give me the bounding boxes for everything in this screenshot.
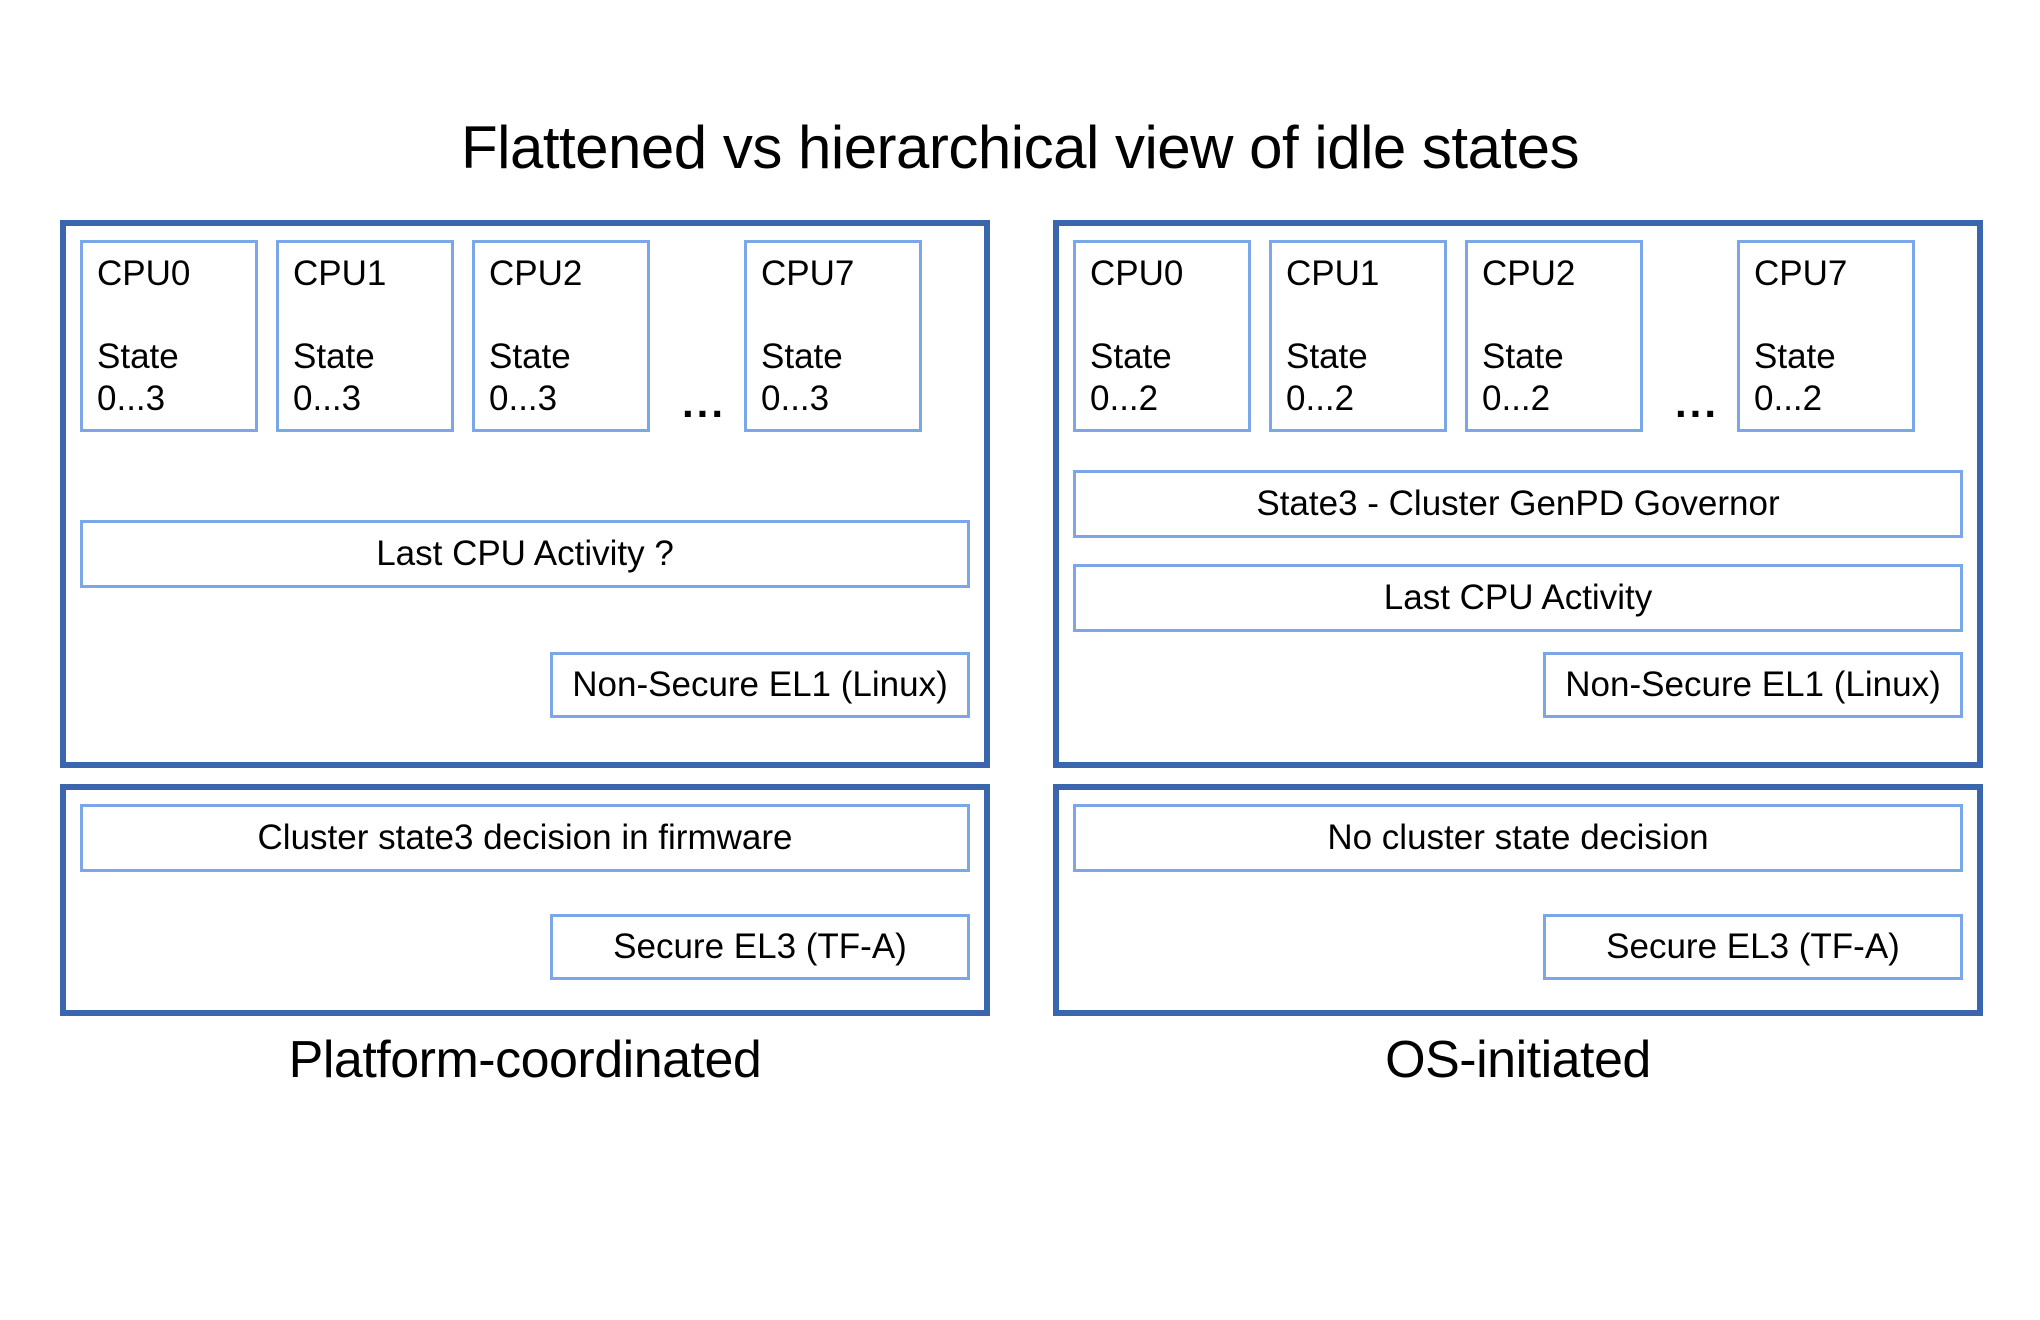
cpu-label: CPU0 bbox=[1090, 254, 1184, 293]
firmware-panel-left: Cluster state3 decision in firmware Secu… bbox=[60, 784, 990, 1016]
cpu-state-range: 0...2 bbox=[1090, 378, 1159, 418]
cpu-box-cpu1-left: CPU1 State 0...3 bbox=[276, 240, 454, 432]
cpu-state-range: 0...3 bbox=[293, 378, 362, 418]
os-panel-left: CPU0 State 0...3 CPU1 State 0...3 CPU2 S… bbox=[60, 220, 990, 768]
cluster-decision-box-left: Cluster state3 decision in firmware bbox=[80, 804, 970, 872]
cpu-box-cpu1-right: CPU1 State 0...2 bbox=[1269, 240, 1447, 432]
cpu-box-cpu7-right: CPU7 State 0...2 bbox=[1737, 240, 1916, 432]
last-cpu-activity-box-right: Last CPU Activity bbox=[1073, 564, 1963, 632]
cpu-box-cpu0-right: CPU0 State 0...2 bbox=[1073, 240, 1251, 432]
cpu-label: CPU0 bbox=[97, 254, 191, 293]
cpu-label: CPU2 bbox=[489, 254, 583, 293]
cpu-state-label: State bbox=[489, 337, 571, 377]
cpu-ellipsis-left: ... bbox=[682, 379, 727, 426]
exception-level-badge-secure-el3-left: Secure EL3 (TF-A) bbox=[550, 914, 970, 980]
cpu-label: CPU2 bbox=[1482, 254, 1576, 293]
cpu-state-label: State bbox=[1090, 337, 1172, 377]
exception-level-badge-nonsecure-el1-right: Non-Secure EL1 (Linux) bbox=[1543, 652, 1963, 718]
cpu-label: CPU7 bbox=[1754, 254, 1848, 293]
cpu-state-label: State bbox=[761, 337, 843, 377]
cpu-label: CPU1 bbox=[1286, 254, 1380, 293]
exception-level-badge-nonsecure-el1-left: Non-Secure EL1 (Linux) bbox=[550, 652, 970, 718]
os-panel-right: CPU0 State 0...2 CPU1 State 0...2 CPU2 S… bbox=[1053, 220, 1983, 768]
cpu-state-range: 0...3 bbox=[97, 378, 166, 418]
cpu-state-label: State bbox=[97, 337, 179, 377]
cpu-state-label: State bbox=[1754, 337, 1836, 377]
cpu-state-label: State bbox=[1286, 337, 1368, 377]
cpu-label: CPU1 bbox=[293, 254, 387, 293]
cluster-decision-box-right: No cluster state decision bbox=[1073, 804, 1963, 872]
last-cpu-activity-box-left: Last CPU Activity ? bbox=[80, 520, 970, 588]
caption-os-initiated: OS-initiated bbox=[1385, 1031, 1651, 1089]
cpu-box-cpu0-left: CPU0 State 0...3 bbox=[80, 240, 258, 432]
cpu-ellipsis-right: ... bbox=[1675, 379, 1720, 426]
caption-platform-coordinated: Platform-coordinated bbox=[288, 1031, 762, 1089]
column-platform-coordinated: CPU0 State 0...3 CPU1 State 0...3 CPU2 S… bbox=[60, 220, 990, 1016]
page-title: Flattened vs hierarchical view of idle s… bbox=[460, 114, 1580, 181]
column-os-initiated: CPU0 State 0...2 CPU1 State 0...2 CPU2 S… bbox=[1053, 220, 1983, 1016]
cpu-state-range: 0...2 bbox=[1482, 378, 1551, 418]
cpu-state-range: 0...3 bbox=[489, 378, 558, 418]
cpu-state-label: State bbox=[1482, 337, 1564, 377]
cpu-state-range: 0...3 bbox=[761, 378, 830, 418]
cpu-row-right: CPU0 State 0...2 CPU1 State 0...2 CPU2 S… bbox=[1073, 240, 1963, 438]
cpu-state-range: 0...2 bbox=[1286, 378, 1355, 418]
cpu-box-cpu2-left: CPU2 State 0...3 bbox=[472, 240, 650, 432]
cpu-state-label: State bbox=[293, 337, 375, 377]
cpu-box-cpu2-right: CPU2 State 0...2 bbox=[1465, 240, 1643, 432]
cluster-genpd-governor-box: State3 - Cluster GenPD Governor bbox=[1073, 470, 1963, 538]
cpu-state-range: 0...2 bbox=[1754, 378, 1823, 418]
firmware-panel-right: No cluster state decision Secure EL3 (TF… bbox=[1053, 784, 1983, 1016]
cpu-box-cpu7-left: CPU7 State 0...3 bbox=[744, 240, 923, 432]
cpu-label: CPU7 bbox=[761, 254, 855, 293]
exception-level-badge-secure-el3-right: Secure EL3 (TF-A) bbox=[1543, 914, 1963, 980]
cpu-row-left: CPU0 State 0...3 CPU1 State 0...3 CPU2 S… bbox=[80, 240, 970, 438]
